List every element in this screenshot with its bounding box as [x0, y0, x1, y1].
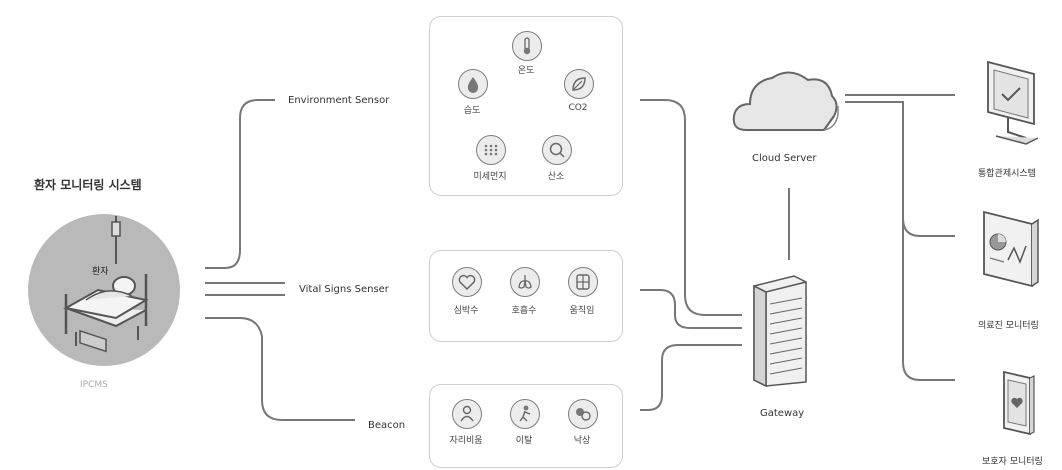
beacon-gateway-line	[640, 344, 742, 411]
beacon-box: 자리비움 이탈 낙상	[429, 384, 623, 468]
cloud-output-line2	[845, 101, 955, 237]
env-item-label: 미세먼지	[473, 172, 507, 182]
oxygen-icon	[542, 135, 572, 165]
monitor-icon	[987, 60, 1039, 145]
beacon-label: Beacon	[368, 420, 406, 431]
movement-icon	[568, 267, 598, 297]
water-drop-icon	[458, 69, 488, 99]
env-item-label: 산소	[547, 172, 565, 182]
cloud-server-label: Cloud Server	[752, 153, 817, 164]
server-rack-icon	[753, 275, 807, 388]
chart-display-icon	[983, 210, 1039, 288]
patient-circle: 환자	[28, 214, 180, 366]
cloud-output-line3	[902, 210, 955, 381]
vital-item-label: 심박수	[453, 306, 479, 316]
heart-icon	[452, 267, 482, 297]
system-caption: IPCMS	[80, 380, 108, 390]
patient-env-line	[205, 99, 275, 269]
smartphone-icon	[1003, 370, 1035, 436]
environment-sensor-box: 온도 습도 CO2 미세먼지 산소	[429, 16, 623, 196]
cloud-icon	[732, 71, 839, 131]
environment-sensor-label: Environment Sensor	[288, 95, 390, 106]
dust-particles-icon	[476, 135, 506, 165]
thermometer-icon	[512, 31, 542, 61]
person-away-icon	[452, 399, 482, 429]
vital-gateway-line	[640, 289, 742, 329]
output-label: 의료진 모니터링	[978, 321, 1039, 331]
beacon-item-label: 자리비움	[449, 436, 483, 446]
patient-label: 환자	[92, 267, 109, 277]
output-label: 보호자 모니터링	[982, 457, 1043, 467]
fall-icon	[568, 399, 598, 429]
hospital-bed-icon	[63, 216, 149, 353]
gateway-label: Gateway	[760, 408, 805, 419]
vital-item-label: 움직임	[569, 306, 595, 316]
env-item-label: 습도	[463, 106, 481, 116]
walking-person-icon	[510, 399, 540, 429]
env-gateway-line	[640, 99, 742, 316]
env-item-label: 온도	[517, 66, 535, 76]
lungs-icon	[510, 267, 540, 297]
output-label: 통합관제시스템	[978, 169, 1036, 179]
vital-item-label: 호흡수	[511, 306, 537, 316]
beacon-item-label: 낙상	[573, 436, 591, 446]
leaf-icon	[564, 69, 594, 99]
vital-sensor-box: 심박수 호흡수 움직임	[429, 250, 623, 342]
system-title: 환자 모니터링 시스템	[34, 178, 142, 192]
env-item-label: CO2	[568, 103, 588, 113]
beacon-item-label: 이탈	[515, 436, 533, 446]
vital-sensor-label: Vital Signs Senser	[299, 284, 389, 295]
patient-beacon-line	[205, 317, 355, 421]
